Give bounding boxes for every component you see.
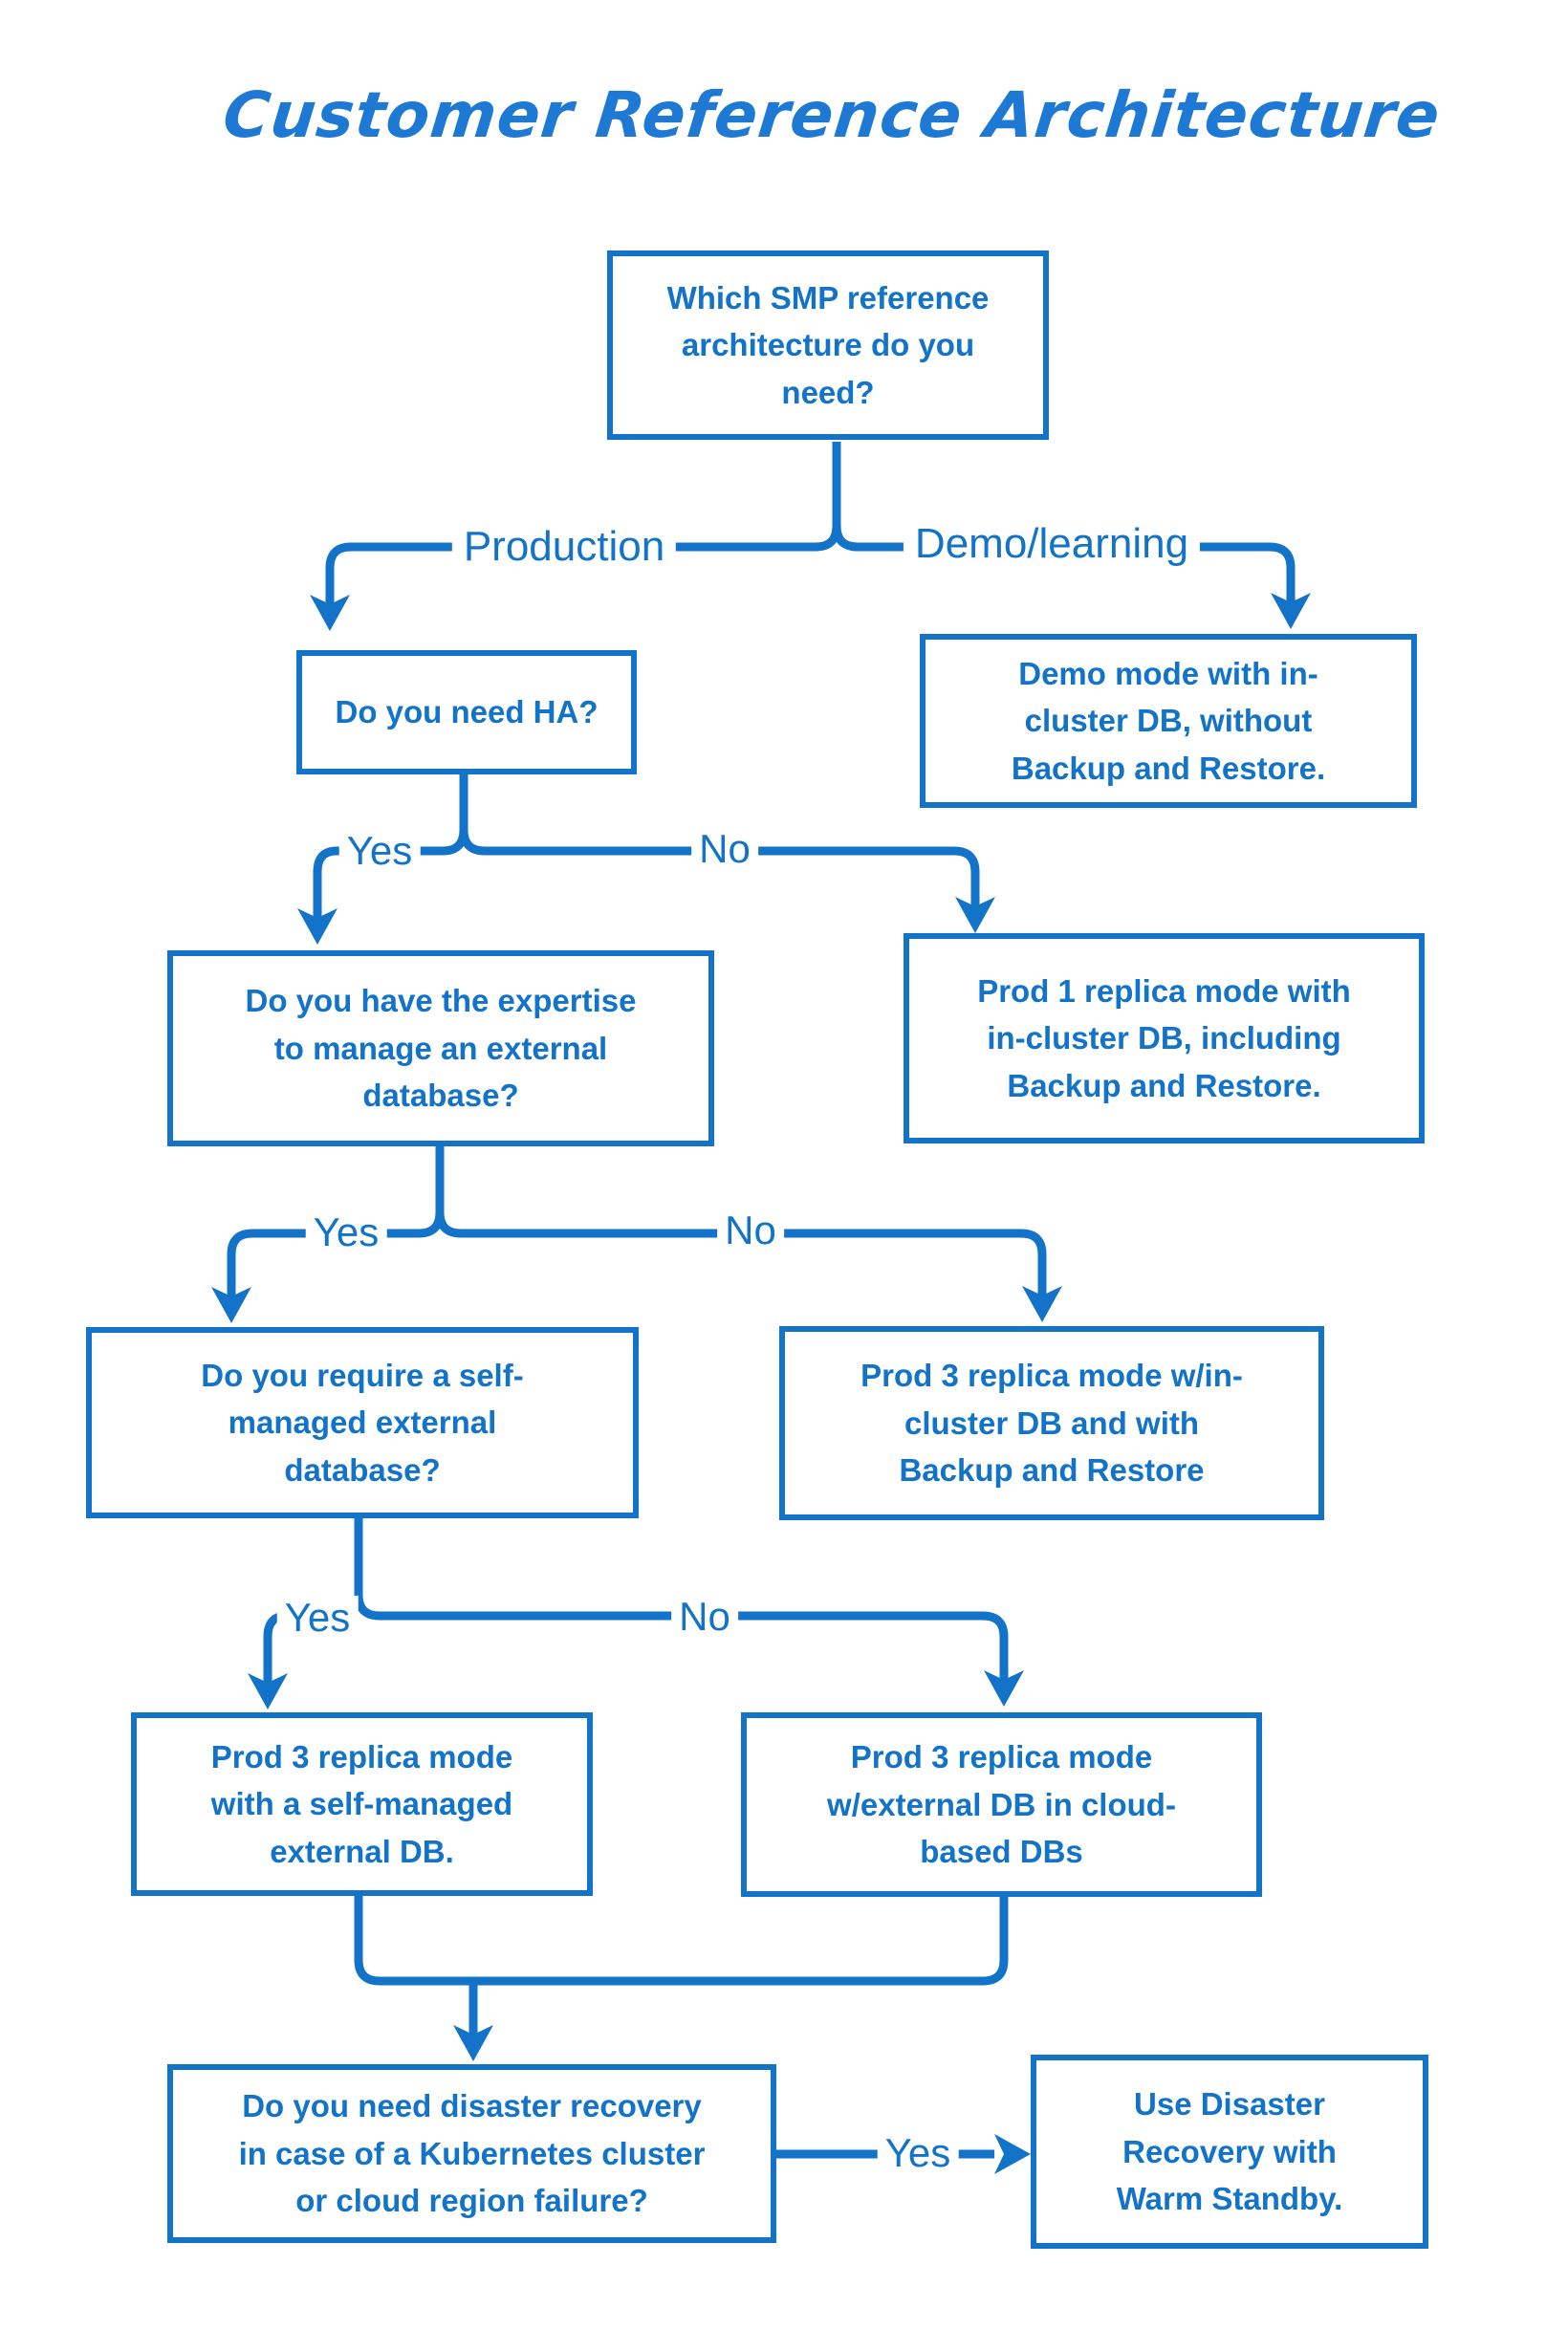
edge-label-yes-2: Yes	[305, 1209, 387, 1255]
arrowhead-down-icon	[297, 908, 338, 945]
edge-label-production: Production	[451, 523, 677, 571]
node-warm-standby-result: Use Disaster Recovery with Warm Standby.	[1031, 2055, 1428, 2249]
node-root-question: Which SMP reference architecture do you …	[607, 250, 1049, 440]
edge-label-demo-learning: Demo/learning	[903, 520, 1201, 568]
arrowhead-down-icon	[453, 2025, 493, 2061]
node-prod1-replica-result: Prod 1 replica mode with in-cluster DB, …	[904, 933, 1425, 1143]
node-disaster-recovery-question: Do you need disaster recovery in case of…	[167, 2064, 776, 2243]
node-prod3-selfmanaged-result: Prod 3 replica mode with a self-managed …	[131, 1712, 593, 1896]
node-self-managed-question: Do you require a self- managed external …	[86, 1327, 639, 1518]
node-need-ha-question: Do you need HA?	[296, 650, 637, 774]
arrowhead-down-icon	[1271, 593, 1311, 629]
node-prod3-cloud-result: Prod 3 replica mode w/external DB in clo…	[741, 1712, 1262, 1897]
node-expertise-question: Do you have the expertise to manage an e…	[167, 950, 714, 1146]
edge-merge-to-dr	[354, 1896, 1009, 1986]
arrowhead-down-icon	[955, 897, 995, 933]
edge-root-demo	[832, 525, 1296, 612]
node-prod3-incluster-result: Prod 3 replica mode w/in- cluster DB and…	[779, 1326, 1324, 1520]
edge-ha-prod1	[459, 829, 980, 916]
edge-label-no-3: No	[671, 1594, 738, 1640]
node-demo-mode-result: Demo mode with in- cluster DB, without B…	[920, 634, 1417, 808]
edge-label-yes-3: Yes	[276, 1595, 359, 1641]
arrowhead-down-icon	[211, 1287, 251, 1323]
edge-label-yes-1: Yes	[338, 828, 421, 874]
edge-label-no-2: No	[717, 1208, 784, 1253]
edge-expertise-prod3incluster	[435, 1211, 1047, 1305]
arrowhead-down-icon	[248, 1673, 288, 1709]
arrowhead-right-icon	[994, 2134, 1031, 2174]
edge-label-yes-4: Yes	[877, 2130, 959, 2176]
edge-selfmanaged-prod3cloud	[354, 1594, 1009, 1689]
arrowhead-down-icon	[1022, 1286, 1062, 1322]
arrowhead-down-icon	[984, 1670, 1024, 1707]
arrowhead-down-icon	[310, 595, 350, 631]
edge-label-no-1: No	[691, 826, 758, 872]
